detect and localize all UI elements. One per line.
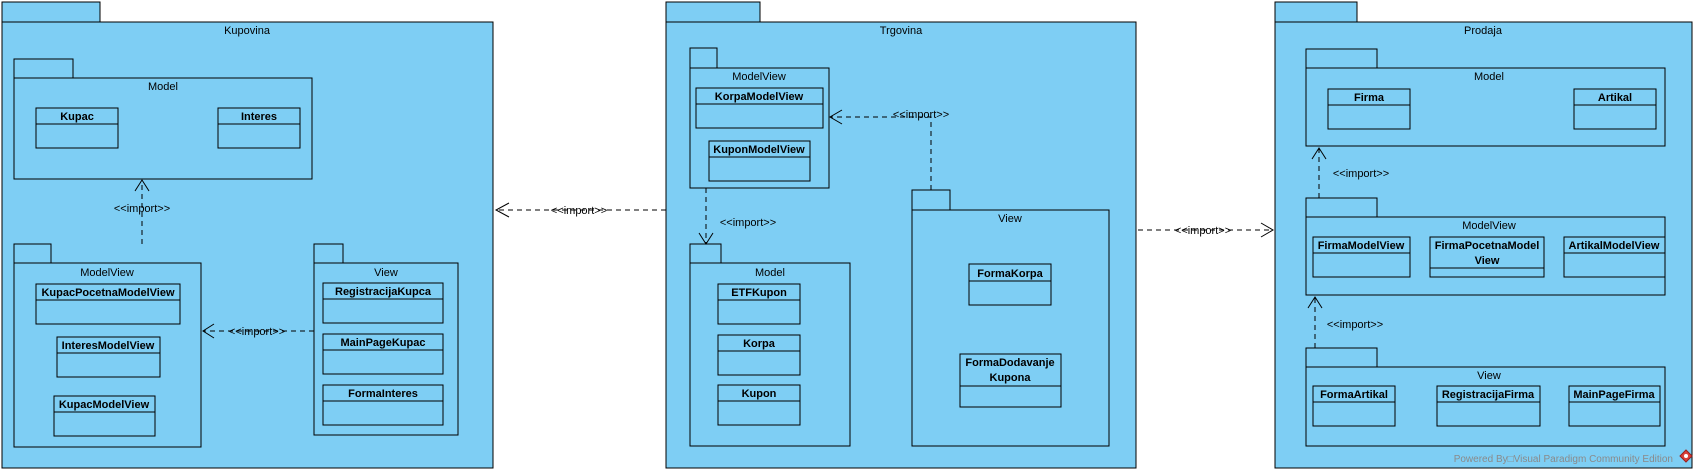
class-box[interactable]: ArtikalModelView [1563,236,1666,278]
visual-paradigm-logo-icon [1679,449,1693,463]
subpackage-view[interactable]: View FormaKorpa FormaDodavanje Kupona [911,189,1110,447]
class-name: RegistracijaKupca [335,286,432,298]
class-box[interactable]: KuponModelView [708,140,811,182]
class-box[interactable]: RegistracijaFirma [1436,385,1541,427]
package-title: ModelView [1462,220,1516,232]
subpackage-model[interactable]: Model Firma Artikal [1305,48,1666,147]
class-name: ArtikalModelView [1569,240,1660,252]
package-title: Model [755,267,785,279]
class-name: Korpa [743,338,776,350]
package-title: ModelView [732,71,786,83]
class-name: Firma [1354,92,1385,104]
class-name: MainPageKupac [341,337,426,349]
package-title: View [1477,370,1501,382]
class-box[interactable]: FormaArtikal [1312,385,1396,427]
class-name: KorpaModelView [715,91,804,103]
class-box[interactable]: InteresModelView [56,336,161,378]
class-name: Artikal [1598,92,1632,104]
class-name: MainPageFirma [1573,389,1655,401]
subpackage-model[interactable]: Model ETFKupon Korpa Kupon [689,243,851,447]
class-box[interactable]: Kupac [35,107,119,149]
import-dependency[interactable]: <<import>> [202,323,314,339]
class-box[interactable]: FirmaModelView [1312,236,1411,278]
class-box[interactable]: Artikal [1573,88,1657,130]
package-prodaja[interactable]: Prodaja Model Firma Artikal ModelView [1274,1,1693,469]
class-box[interactable]: FormaInteres [322,384,444,426]
class-name: FormaDodavanje [965,357,1054,369]
class-name: View [1475,255,1500,267]
dependency-label: <<import>> [114,203,170,215]
class-box[interactable]: ETFKupon [717,283,801,325]
class-box[interactable]: Firma [1327,88,1411,130]
class-box[interactable]: Interes [217,107,301,149]
class-name: FormaArtikal [1320,389,1388,401]
class-name: FormaKorpa [977,268,1043,280]
dependency-label: <<import>> [1175,225,1231,237]
subpackage-modelview[interactable]: ModelView KorpaModelView KuponModelView [689,47,830,189]
class-name: Interes [241,111,277,123]
subpackage-modelview[interactable]: ModelView FirmaModelView FirmaPocetnaMod… [1305,197,1666,296]
package-title: Model [1474,71,1504,83]
class-box[interactable]: KorpaModelView [695,87,824,129]
import-dependency[interactable]: <<import>> [494,202,666,218]
subpackage-view[interactable]: View RegistracijaKupca MainPageKupac For… [313,243,459,436]
class-box[interactable]: MainPageKupac [322,333,444,375]
class-name: Kupona [990,372,1032,384]
subpackage-view[interactable]: View FormaArtikal RegistracijaFirma Main… [1305,347,1666,447]
import-dependency[interactable]: <<import>> [1138,222,1274,238]
class-name: RegistracijaFirma [1442,389,1535,401]
class-box[interactable]: FirmaPocetnaModel View [1429,236,1545,278]
class-name: KupacPocetnaModelView [41,287,174,299]
package-kupovina[interactable]: Kupovina Model Kupac Interes ModelView [1,1,494,469]
import-dependency[interactable]: <<import>> [1311,147,1389,198]
dependency-label: <<import>> [551,205,607,217]
dependency-label: <<import>> [1327,319,1383,331]
dependency-label: <<import>> [229,326,285,338]
import-dependency[interactable]: <<import>> [1307,296,1383,348]
class-box[interactable]: FormaKorpa [968,263,1052,306]
package-title: Model [148,81,178,93]
dependency-label: <<import>> [720,217,776,229]
package-title: ModelView [80,267,134,279]
package-title: Trgovina [880,25,923,37]
class-name: InteresModelView [62,340,155,352]
class-box[interactable]: MainPageFirma [1568,385,1661,427]
class-box[interactable]: Korpa [717,334,801,376]
class-name: FirmaPocetnaModel [1435,240,1540,252]
watermark-text: Powered By□Visual Paradigm Community Edi… [1454,454,1673,465]
package-title: View [374,267,398,279]
class-box[interactable]: KupacPocetnaModelView [35,283,181,325]
package-title: Kupovina [224,25,271,37]
package-title: View [998,213,1022,225]
class-name: FormaInteres [348,388,418,400]
class-box[interactable]: FormaDodavanje Kupona [959,353,1062,408]
class-box[interactable]: KupacModelView [53,395,156,437]
subpackage-modelview[interactable]: ModelView KupacPocetnaModelView InteresM… [13,243,202,448]
class-name: Kupac [60,111,94,123]
package-title: Prodaja [1464,25,1503,37]
class-box[interactable]: RegistracijaKupca [322,282,444,324]
dependency-label: <<import>> [893,109,949,121]
class-name: ETFKupon [731,287,787,299]
class-name: KuponModelView [713,144,805,156]
class-name: KupacModelView [59,399,150,411]
class-name: FirmaModelView [1318,240,1405,252]
subpackage-model[interactable]: Model Kupac Interes [13,58,313,180]
import-dependency[interactable]: <<import>> [829,109,949,190]
dependency-label: <<import>> [1333,168,1389,180]
class-box[interactable]: Kupon [717,384,801,426]
import-dependency[interactable]: <<import>> [698,188,776,245]
import-dependency[interactable]: <<import>> [114,179,170,244]
package-trgovina[interactable]: Trgovina ModelView KorpaModelView KuponM… [665,1,1137,469]
class-name: Kupon [742,388,777,400]
